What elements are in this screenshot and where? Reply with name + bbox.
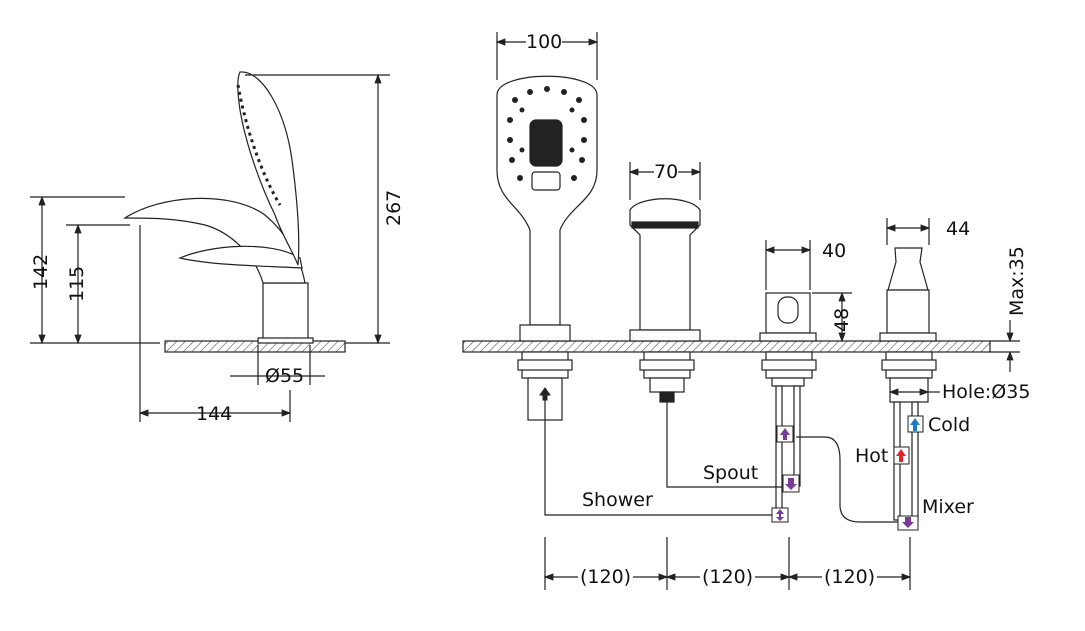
dim-spout-width: 70 [654, 161, 679, 183]
spacing-3: (120) [824, 566, 876, 588]
hot-label: Hot [855, 445, 889, 467]
dim-deck-max: Max:35 [1006, 246, 1028, 316]
shower-label: Shower [582, 489, 653, 511]
dim-base-diameter: Ø55 [265, 365, 305, 387]
dim-outlet-height: 115 [66, 265, 88, 302]
mixer-handle [887, 247, 929, 291]
spout-hose-line [666, 402, 788, 488]
front-deck [462, 340, 991, 353]
diverter [765, 292, 811, 334]
dim-total-height: 267 [383, 189, 405, 226]
dim-diverter-width: 40 [822, 240, 847, 262]
mixer-label: Mixer [922, 496, 974, 518]
cold-label: Cold [928, 414, 971, 436]
spout [629, 198, 701, 331]
dim-diverter-height: 48 [831, 307, 853, 332]
dim-spout-height: 142 [30, 253, 52, 290]
spacing-1: (120) [580, 566, 632, 588]
spacing-2: (120) [702, 566, 754, 588]
side-lever [178, 245, 303, 269]
hole-label: Hole:Ø35 [942, 381, 1031, 403]
flow-markers [539, 387, 924, 531]
side-handshower [237, 71, 300, 266]
spout-label: Spout [703, 462, 759, 484]
side-spout-body [262, 282, 309, 342]
dim-mixer-width: 44 [946, 218, 971, 240]
handshower [496, 75, 598, 326]
shower-hose-line [544, 400, 772, 516]
side-deck [164, 340, 346, 353]
mixer-hose-line [796, 436, 900, 523]
spacing-dimensions [543, 537, 912, 590]
dim-handshower-width: 100 [526, 31, 563, 53]
dim-reach: 144 [196, 403, 233, 425]
under-deck-fittings [517, 351, 937, 521]
mixer-body [886, 289, 930, 334]
spray-nozzles [507, 86, 587, 181]
